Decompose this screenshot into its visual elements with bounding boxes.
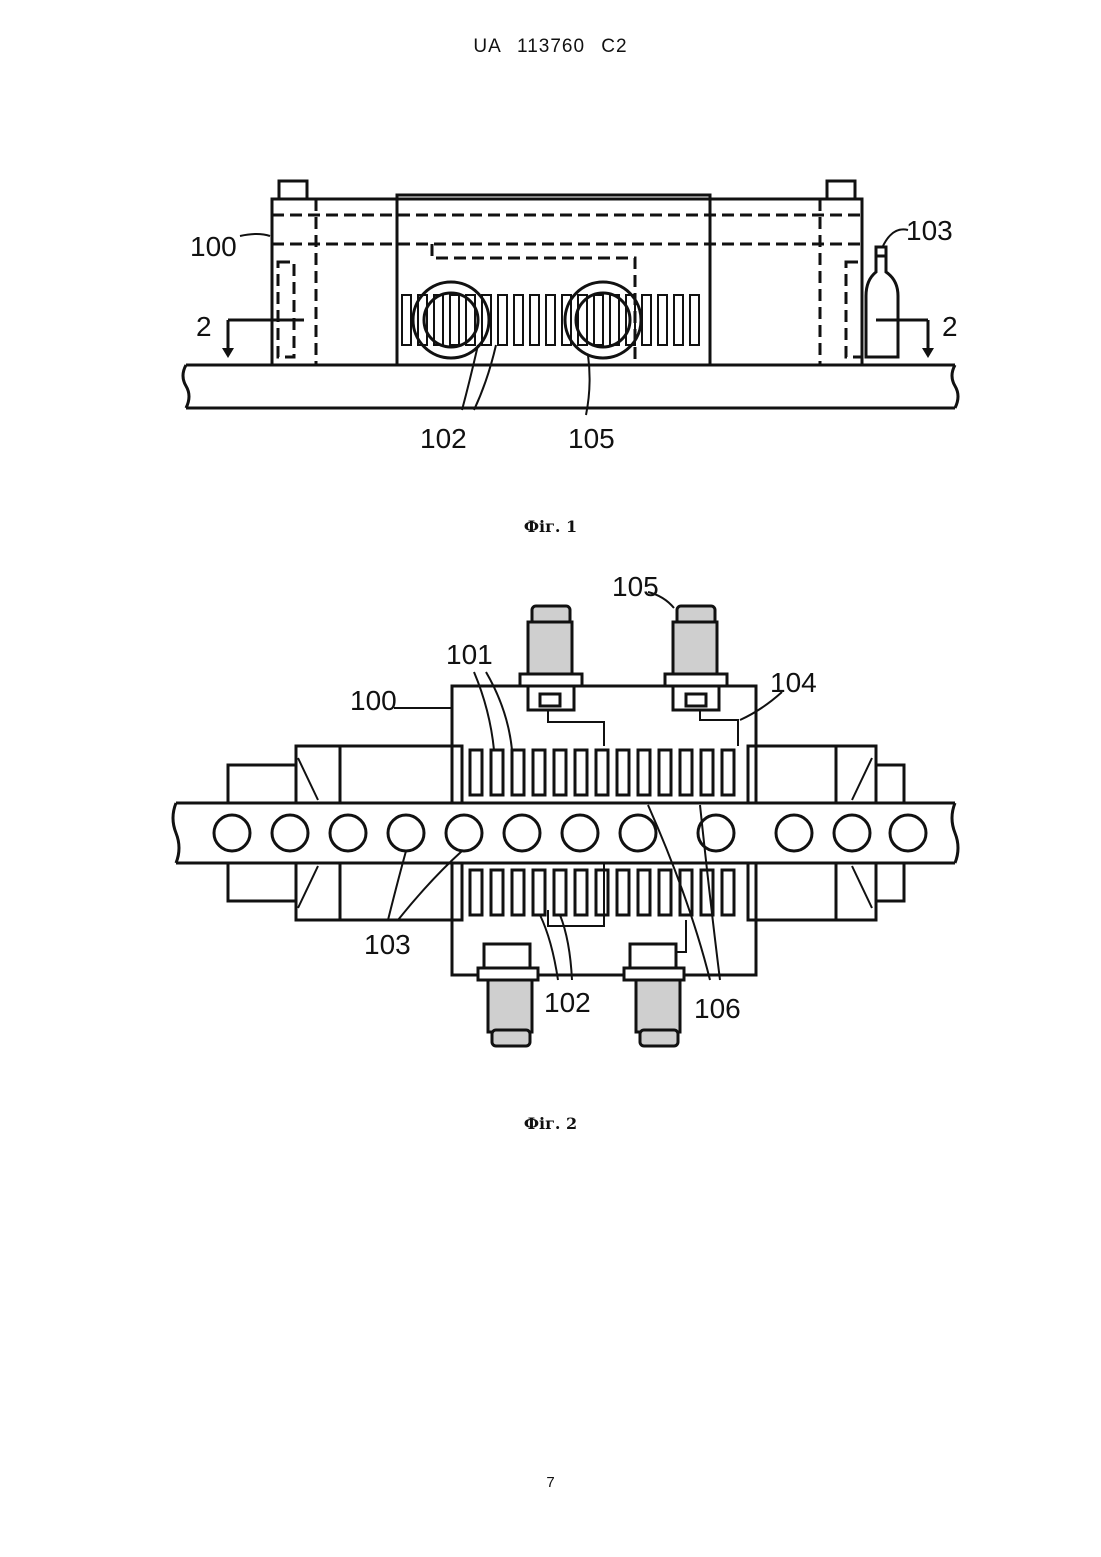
slots-top (470, 750, 734, 795)
machine-housing (272, 181, 862, 365)
fig2-label-103: 103 (364, 929, 411, 960)
fig2-label-106: 106 (694, 993, 741, 1024)
fig2-label-100: 100 (350, 685, 397, 716)
transfer-slots (402, 295, 699, 345)
figure-1-caption: Фіг. 1 (0, 517, 1101, 536)
fig2-label-105: 105 (612, 571, 659, 602)
figure-2-drawing: 105 101 100 104 103 102 106 (0, 560, 1101, 1060)
fig2-label-102: 102 (544, 987, 591, 1018)
conveyor-base (183, 365, 958, 408)
central-housing (452, 686, 756, 975)
bottle-icon (866, 247, 898, 357)
figure-1-drawing: 100 103 102 105 2 2 (0, 0, 1101, 480)
page-number: 7 (0, 1474, 1101, 1491)
section-label-right: 2 (942, 311, 958, 342)
label-105: 105 (568, 423, 615, 454)
motor-top-left (520, 606, 582, 710)
containers (214, 815, 926, 851)
motor-bottom-left (478, 944, 538, 1046)
drive-wheels (413, 282, 641, 358)
slots-bottom (470, 870, 734, 915)
fig2-label-104: 104 (770, 667, 817, 698)
motor-top-right (665, 606, 727, 710)
motor-bottom-right (624, 944, 684, 1046)
section-label-left: 2 (196, 311, 212, 342)
label-100: 100 (190, 231, 237, 262)
label-102: 102 (420, 423, 467, 454)
conveyor-top-view (173, 803, 958, 863)
figure-2-caption: Фіг. 2 (0, 1114, 1101, 1133)
fig2-label-101: 101 (446, 639, 493, 670)
label-103: 103 (906, 215, 953, 246)
